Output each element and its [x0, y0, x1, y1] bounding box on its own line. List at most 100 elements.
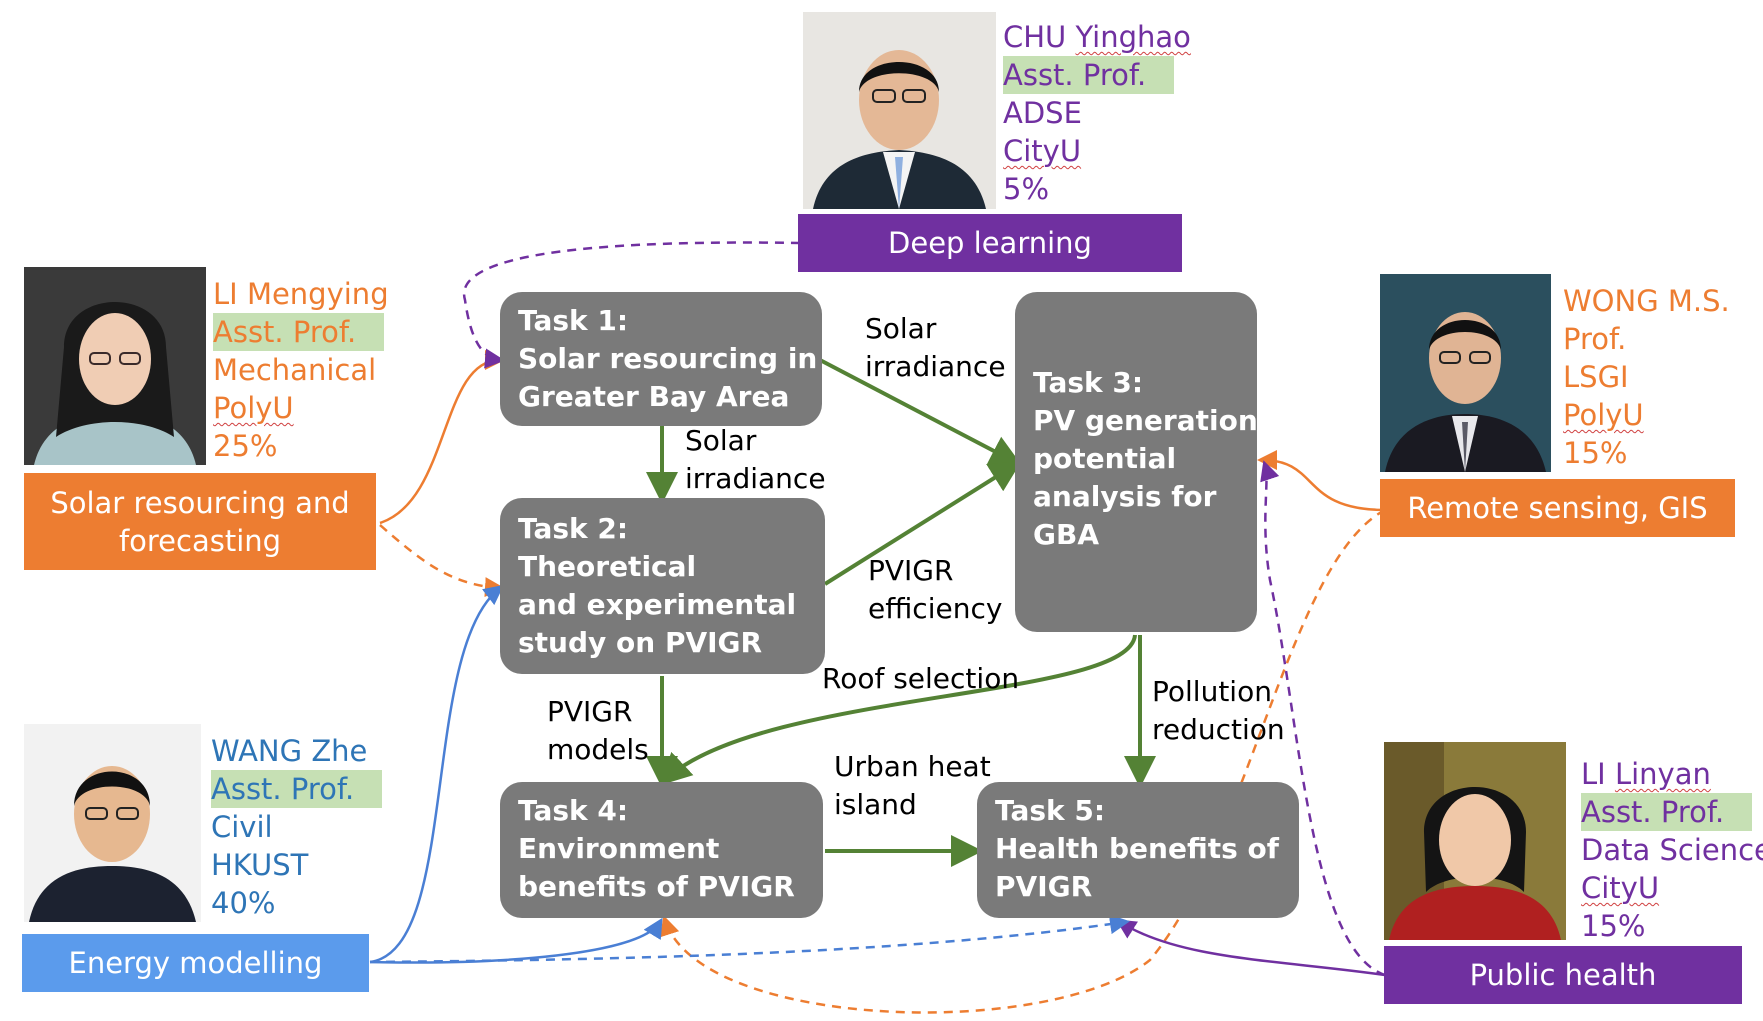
- portrait-icon: [1380, 274, 1551, 472]
- person-dept: Mechanical: [213, 353, 377, 387]
- title-text: Asst. Prof.: [213, 313, 385, 351]
- flow-label-t2-t4: PVIGR models: [547, 693, 649, 769]
- name-first: LI: [213, 277, 247, 311]
- task-2-line: Task 2:: [518, 512, 629, 545]
- area-label-line: forecasting: [118, 523, 282, 558]
- task-3-line: potential: [1033, 442, 1177, 475]
- flow-label-t4-t5: Urban heat island: [834, 748, 991, 824]
- flow-label-line: models: [547, 733, 649, 766]
- task-2-line: and experimental: [518, 588, 797, 621]
- person-info-chu: CHU Yinghao Asst. Prof. ADSE CityU 5%: [1003, 18, 1191, 208]
- person-share: 15%: [1563, 436, 1628, 470]
- name-last: Yinghao: [1075, 20, 1191, 54]
- task-1-line: Solar resourcing in: [518, 342, 818, 375]
- flow-label-roof: Roof selection: [822, 662, 1020, 695]
- person-name: LI Linyan: [1581, 755, 1763, 793]
- name-last: Mengying: [246, 277, 389, 311]
- person-inst: CityU: [1581, 869, 1763, 907]
- name-first: CHU: [1003, 20, 1076, 54]
- task-4-line: Environment: [518, 832, 720, 865]
- flow-label-line: PVIGR: [547, 695, 633, 728]
- person-title: Asst. Prof.: [211, 770, 383, 808]
- task-1-line: Task 1:: [518, 304, 629, 337]
- name-first: WANG: [211, 734, 312, 768]
- photo-wang-zhe: [24, 724, 201, 922]
- person-title: Asst. Prof.: [1003, 56, 1191, 94]
- person-info-li-linyan: LI Linyan Asst. Prof. Data Science CityU…: [1581, 755, 1763, 945]
- flow-label-line: Pollution: [1152, 675, 1272, 708]
- person-dept: ADSE: [1003, 96, 1082, 130]
- area-label-line: Solar resourcing and: [50, 485, 350, 520]
- task-5-line: PVIGR: [995, 870, 1093, 903]
- title-text: Asst. Prof.: [211, 770, 383, 808]
- flow-label-t3-t5: Pollution reduction: [1152, 673, 1285, 749]
- person-dept: LSGI: [1563, 360, 1629, 394]
- task-5-box: Task 5: Health benefits of PVIGR: [977, 782, 1299, 918]
- arrow-dl-t1: [462, 241, 801, 369]
- task-2-line: study on PVIGR: [518, 626, 763, 659]
- task-1-box: Task 1: Solar resourcing in Greater Bay …: [500, 292, 822, 426]
- person-title: Asst. Prof.: [213, 313, 389, 351]
- inst-text: CityU: [1003, 134, 1082, 168]
- inst-text: PolyU: [1563, 398, 1644, 432]
- person-share: 15%: [1581, 909, 1646, 943]
- task-4-box: Task 4: Environment benefits of PVIGR: [500, 782, 823, 918]
- inst-text: CityU: [1581, 871, 1660, 905]
- task-3-box: Task 3: PV generation potential analysis…: [1015, 292, 1258, 632]
- flow-label-line: Solar: [685, 424, 757, 457]
- flow-label-line: irradiance: [865, 350, 1006, 383]
- area-label-remote-sensing: Remote sensing, GIS: [1380, 479, 1735, 537]
- portrait-icon: [24, 724, 201, 922]
- person-share: 40%: [211, 886, 276, 920]
- task-3-line: analysis for: [1033, 480, 1217, 513]
- person-name: WONG M.S.: [1563, 282, 1730, 320]
- title-text: Asst. Prof.: [1581, 793, 1753, 831]
- portrait-icon: [1384, 742, 1566, 940]
- task-4-line: Task 4:: [518, 794, 629, 827]
- area-label-public-health: Public health: [1384, 946, 1742, 1004]
- arrow-ph-t3: [1260, 460, 1386, 977]
- area-label-energy-modelling: Energy modelling: [22, 934, 369, 992]
- flow-label-line: PVIGR: [868, 554, 954, 587]
- name-last: M.S.: [1667, 284, 1730, 318]
- flow-label-line: reduction: [1152, 713, 1285, 746]
- flow-label-line: efficiency: [868, 592, 1003, 625]
- name-last: Linyan: [1614, 757, 1711, 791]
- flow-label-line: Urban heat: [834, 750, 991, 783]
- flow-label-line: island: [834, 788, 917, 821]
- person-info-wong: WONG M.S. Prof. LSGI PolyU 15%: [1563, 282, 1730, 472]
- task-3-line: Task 3:: [1033, 366, 1144, 399]
- task-5-line: Task 5:: [995, 794, 1106, 827]
- photo-li-mengying: [24, 267, 206, 465]
- name-first: WONG: [1563, 284, 1668, 318]
- arrow-em-t5: [369, 914, 1130, 964]
- person-title: Prof.: [1563, 322, 1627, 356]
- task-5-line: Health benefits of: [995, 832, 1279, 865]
- arrow-t2-t3: [823, 460, 1022, 586]
- arrow-rs-t4: [660, 508, 1386, 1014]
- task-4-line: benefits of PVIGR: [518, 870, 795, 903]
- name-last: Zhe: [311, 734, 368, 768]
- person-dept: Data Science: [1581, 833, 1763, 867]
- arrow-t1-t3: [819, 358, 1023, 466]
- flow-label-line: Solar: [865, 312, 937, 345]
- area-label-solar-resourcing: Solar resourcing and forecasting: [24, 473, 376, 570]
- task-1-line: Greater Bay Area: [518, 380, 790, 413]
- person-name: WANG Zhe: [211, 732, 382, 770]
- title-text: Asst. Prof.: [1003, 56, 1175, 94]
- person-inst: HKUST: [211, 848, 309, 882]
- person-title: Asst. Prof.: [1581, 793, 1763, 831]
- name-first: LI: [1581, 757, 1615, 791]
- person-name: LI Mengying: [213, 275, 389, 313]
- area-label-deep-learning: Deep learning: [798, 214, 1182, 272]
- arrow-t3-t4: [659, 634, 1137, 786]
- photo-wong-ms: [1380, 274, 1551, 472]
- inst-text: PolyU: [213, 391, 294, 425]
- arrow-em-t4: [369, 917, 663, 964]
- flow-label-t1-t3: Solar irradiance: [865, 310, 1006, 386]
- person-inst: PolyU: [213, 389, 389, 427]
- person-inst: PolyU: [1563, 396, 1730, 434]
- photo-chu-yinghao: [803, 12, 996, 209]
- person-inst: CityU: [1003, 132, 1191, 170]
